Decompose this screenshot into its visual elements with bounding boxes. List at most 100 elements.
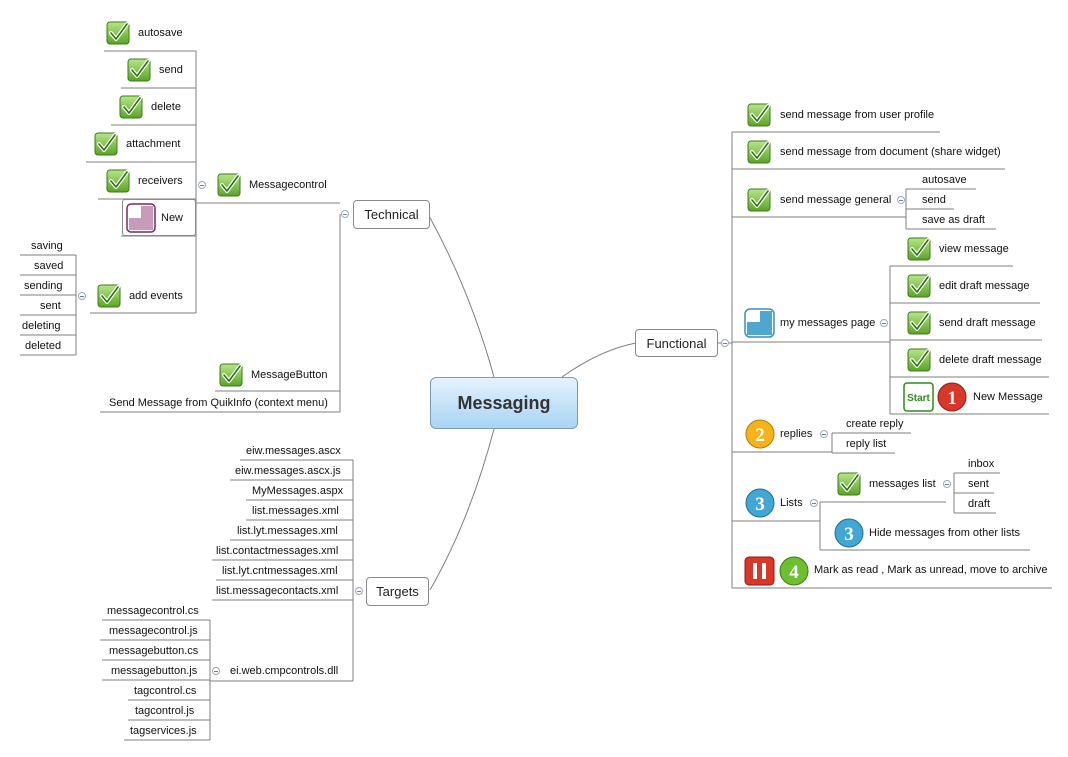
node-replies-item[interactable]: create reply [846, 418, 904, 430]
topic-functional-label: Functional [646, 335, 707, 351]
node-attachment[interactable]: attachment [126, 138, 181, 150]
node-dll[interactable]: ei.web.cmpcontrols.dll [230, 665, 339, 677]
node-send[interactable]: send [159, 64, 183, 76]
node-dll-file[interactable]: messagebutton.cs [109, 645, 199, 657]
node-autosave[interactable]: autosave [138, 27, 183, 39]
check-icon [746, 187, 772, 213]
node-dll-file[interactable]: tagcontrol.cs [134, 685, 197, 697]
node-document[interactable]: send message from document (share widget… [780, 146, 1001, 158]
check-icon [96, 283, 122, 309]
node-replies[interactable]: replies [780, 428, 813, 440]
node-general-item[interactable]: autosave [922, 174, 967, 186]
node-new[interactable]: New [161, 212, 184, 224]
node-quickinfo[interactable]: Send Message from QuikInfo (context menu… [109, 397, 328, 409]
collapse-toggle[interactable] [880, 319, 888, 327]
collapse-toggle[interactable] [212, 667, 220, 675]
collapse-toggle[interactable] [897, 196, 905, 204]
node-file[interactable]: MyMessages.aspx [252, 485, 344, 497]
svg-text:4: 4 [789, 562, 799, 583]
check-icon [105, 168, 131, 194]
svg-text:3: 3 [844, 524, 854, 545]
collapse-toggle[interactable] [341, 210, 349, 218]
svg-text:Start: Start [907, 393, 930, 404]
topic-targets[interactable]: Targets [366, 577, 429, 606]
node-file[interactable]: list.messages.xml [252, 505, 339, 517]
check-icon [746, 139, 772, 165]
node-mymessages[interactable]: my messages page [780, 317, 876, 329]
collapse-toggle[interactable] [943, 480, 951, 488]
node-delete[interactable]: delete [151, 101, 181, 113]
check-icon [906, 347, 932, 373]
priority-3-icon: 3 [834, 518, 864, 548]
collapse-toggle[interactable] [198, 181, 206, 189]
node-list-item[interactable]: inbox [968, 458, 995, 470]
central-topic-label: Messaging [457, 392, 551, 413]
node-messages-list[interactable]: messages list [869, 478, 936, 490]
node-event-deleting[interactable]: deleting [22, 320, 61, 332]
check-icon [216, 172, 242, 198]
collapse-toggle[interactable] [78, 292, 86, 300]
check-icon [118, 94, 144, 120]
node-dll-file[interactable]: tagservices.js [130, 725, 197, 737]
start-icon: Start [903, 382, 934, 412]
collapse-toggle[interactable] [721, 339, 729, 347]
node-event-sending[interactable]: sending [24, 280, 63, 292]
node-general-item[interactable]: save as draft [922, 214, 985, 226]
topic-targets-label: Targets [376, 584, 419, 599]
node-messagecontrol[interactable]: Messagecontrol [249, 179, 327, 191]
node-mark[interactable]: Mark as read , Mark as unread, move to a… [814, 564, 1048, 576]
node-dll-file[interactable]: tagcontrol.js [135, 705, 195, 717]
node-dll-file[interactable]: messagecontrol.js [109, 625, 198, 637]
collapse-toggle[interactable] [820, 430, 828, 438]
node-profile[interactable]: send message from user profile [780, 109, 935, 121]
topic-technical[interactable]: Technical [353, 200, 430, 229]
node-file[interactable]: list.lyt.cntmessages.xml [222, 565, 338, 577]
node-event-saving[interactable]: saving [31, 240, 63, 252]
node-add-events[interactable]: add events [129, 290, 183, 302]
node-general-item[interactable]: send [922, 194, 946, 206]
edge-targets [429, 428, 495, 591]
check-icon [218, 362, 244, 388]
priority-4-icon: 4 [779, 556, 809, 586]
node-receivers[interactable]: receivers [138, 175, 183, 187]
node-file[interactable]: list.contactmessages.xml [216, 545, 339, 557]
node-file[interactable]: eiw.messages.ascx.js [235, 465, 341, 477]
node-event-deleted[interactable]: deleted [25, 340, 62, 352]
topic-functional[interactable]: Functional [635, 329, 718, 357]
node-mymessages-item[interactable]: delete draft message [939, 354, 1042, 366]
node-dll-file[interactable]: messagecontrol.cs [107, 605, 199, 617]
pause-icon [744, 556, 775, 586]
node-file[interactable]: list.lyt.messages.xml [237, 525, 338, 537]
check-icon [746, 102, 772, 128]
svg-text:3: 3 [755, 494, 765, 515]
node-file[interactable]: eiw.messages.ascx [246, 445, 341, 457]
node-dll-file[interactable]: messagebutton.js [111, 665, 198, 677]
check-icon [906, 273, 932, 299]
node-file[interactable]: list.messagecontacts.xml [216, 585, 339, 597]
node-general[interactable]: send message general [780, 194, 892, 206]
check-icon [906, 310, 932, 336]
node-new-message[interactable]: New Message [973, 391, 1043, 403]
node-hide[interactable]: Hide messages from other lists [869, 527, 1020, 539]
page-icon [126, 203, 156, 233]
node-replies-item[interactable]: reply list [846, 438, 887, 450]
node-mymessages-item[interactable]: view message [939, 243, 1009, 255]
node-lists[interactable]: Lists [780, 497, 803, 509]
check-icon [93, 131, 119, 157]
node-messagebutton[interactable]: MessageButton [251, 369, 328, 381]
collapse-toggle[interactable] [355, 587, 363, 595]
node-mymessages-item[interactable]: edit draft message [939, 280, 1030, 292]
node-mymessages-item[interactable]: send draft message [939, 317, 1036, 329]
node-event-saved[interactable]: saved [34, 260, 64, 272]
node-list-item[interactable]: sent [968, 478, 989, 490]
priority-2-icon: 2 [745, 419, 775, 449]
priority-3-icon: 3 [745, 488, 775, 518]
node-list-item[interactable]: draft [968, 498, 991, 510]
central-topic[interactable]: Messaging [430, 377, 578, 429]
node-event-sent[interactable]: sent [40, 300, 61, 312]
collapse-toggle[interactable] [810, 499, 818, 507]
progress-quarter-icon [744, 308, 775, 338]
check-icon [836, 471, 862, 497]
svg-text:1: 1 [947, 388, 957, 409]
priority-1-icon: 1 [937, 382, 967, 412]
